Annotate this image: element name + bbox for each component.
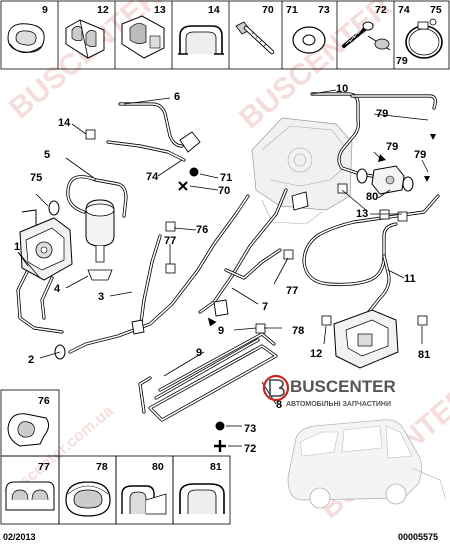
hose-clamp-icon [405,18,443,59]
arrow-icon [378,154,386,162]
callout-label: 73 [244,423,256,435]
legend-label: 74 [398,4,410,16]
callout-label: 78 [292,325,304,337]
washer-symbol [189,167,199,177]
reference-boxes [85,129,428,334]
brand-tagline: АВТОМОБІЛЬНІ ЗАПЧАСТИНИ [286,401,391,408]
saddle-clip-icon [178,25,224,55]
callout-label: 1 [14,241,20,253]
legend-label: 75 [430,4,442,16]
callout-label: 79 [376,108,388,120]
double-clip-icon [121,485,167,515]
callout-label: 76 [196,224,208,236]
callout-label: 80 [366,191,378,203]
callout-label: 7 [262,301,268,313]
bolt-symbol [178,181,188,191]
callout-label: 81 [418,349,430,361]
triple-clip-icon [5,481,55,511]
pipe-network [16,92,440,422]
legend-label: 78 [96,461,108,473]
diagram-date: 02/2013 [3,532,36,542]
legend-label: 72 [375,4,387,16]
pipe-clip-icon [121,15,165,59]
callout-label: 75 [30,172,42,184]
legend-label: 13 [154,4,166,16]
legend-label: 73 [318,4,330,16]
callout-label: 77 [286,285,298,297]
legend-label: 79 [396,55,408,67]
callout-label: 3 [98,291,104,303]
legend-label: 71 [286,4,298,16]
callout-label: 14 [58,117,71,129]
arrow-icon [424,176,430,182]
callout-label: 9 [196,347,202,359]
brand-name: BUSCENTER [290,377,396,396]
legend-label: 76 [38,395,50,407]
saddle-clip-icon [179,483,225,514]
callout-label: 4 [54,283,61,295]
legend-label: 9 [42,4,48,16]
callout-label: 6 [174,91,180,103]
callout-label: 13 [356,208,368,220]
engine-ghost [251,117,353,225]
legend-label: 80 [152,461,164,473]
injection-pump [19,209,73,281]
callout-label: 71 [220,172,232,184]
legend-label: 12 [97,4,109,16]
diagram-reference: 00005575 [398,532,438,542]
callout-label: 72 [244,443,256,455]
bracket-clip-icon [7,413,50,447]
callout-label: 79 [386,141,398,153]
fuel-sensor [371,165,405,195]
callout-label: 12 [310,348,322,360]
double-clip-icon [65,19,105,59]
callout-label: 5 [44,149,50,161]
van-silhouette [287,419,447,509]
fuel-filter [85,199,115,281]
callout-label: 2 [28,354,34,366]
legend-top: 9 12 13 14 70 71 73 72 74 75 79 [0,0,450,70]
bolt-icon [235,21,275,55]
callout-labels: 1 2 3 4 5 6 7 8 9 9 10 11 12 13 14 70 71… [14,83,430,455]
stud-symbol [214,440,226,452]
rubber-grommet-icon [65,481,111,517]
brand-logo: BUSCENTER АВТОМОБІЛЬНІ ЗАПЧАСТИНИ [262,374,396,408]
legend-bottom: 76 77 78 80 81 [0,389,231,525]
arrow-icon [207,317,217,327]
legend-label: 77 [38,461,50,473]
legend-label: 14 [208,4,220,16]
arrow-icon [430,134,436,140]
callout-label: 70 [218,185,230,197]
pressure-regulator [333,309,399,369]
washer-icon [292,26,326,54]
callout-label: 9 [218,325,224,337]
callout-label: 79 [414,149,426,161]
callout-label: 74 [146,171,159,183]
callout-label: 8 [276,399,282,411]
screw-icon [342,21,391,51]
legend-label: 81 [210,461,222,473]
screw-symbol [215,421,225,431]
legend-label: 70 [262,4,274,16]
callout-label: 77 [164,235,176,247]
callout-label: 11 [404,273,416,285]
grommet-icon [7,23,45,53]
watermark-text: BUSCENTER [233,0,397,135]
leader-lines [17,89,429,447]
callout-label: 10 [336,83,348,95]
